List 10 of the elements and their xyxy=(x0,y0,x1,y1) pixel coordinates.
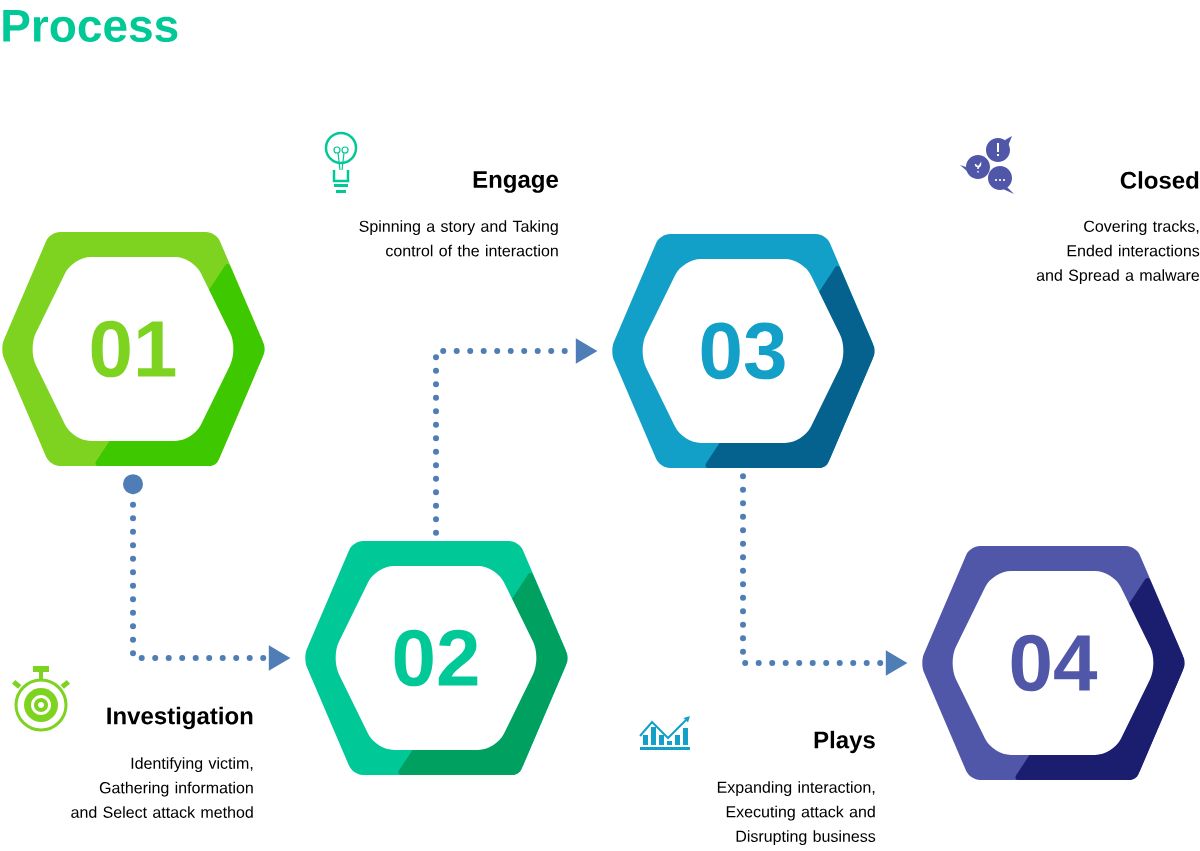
step-description: Spinning a story and Taking control of the interaction xyxy=(359,220,558,257)
hexagon: 04 xyxy=(922,546,1185,780)
hexagon: 03 xyxy=(612,234,875,468)
hexagon: 01 xyxy=(2,232,265,466)
title: Process xyxy=(3,9,178,43)
hexagon: 02 xyxy=(305,541,568,775)
step-description: Identifying victim, Gathering information and Select attack method xyxy=(71,757,253,818)
step-description: Expanding interaction, Executing attack and Disrupting business xyxy=(717,781,876,846)
step-heading: Closed xyxy=(1120,171,1199,189)
step-description: Covering tracks, Ended interactions and Spread a malware xyxy=(1036,220,1200,285)
